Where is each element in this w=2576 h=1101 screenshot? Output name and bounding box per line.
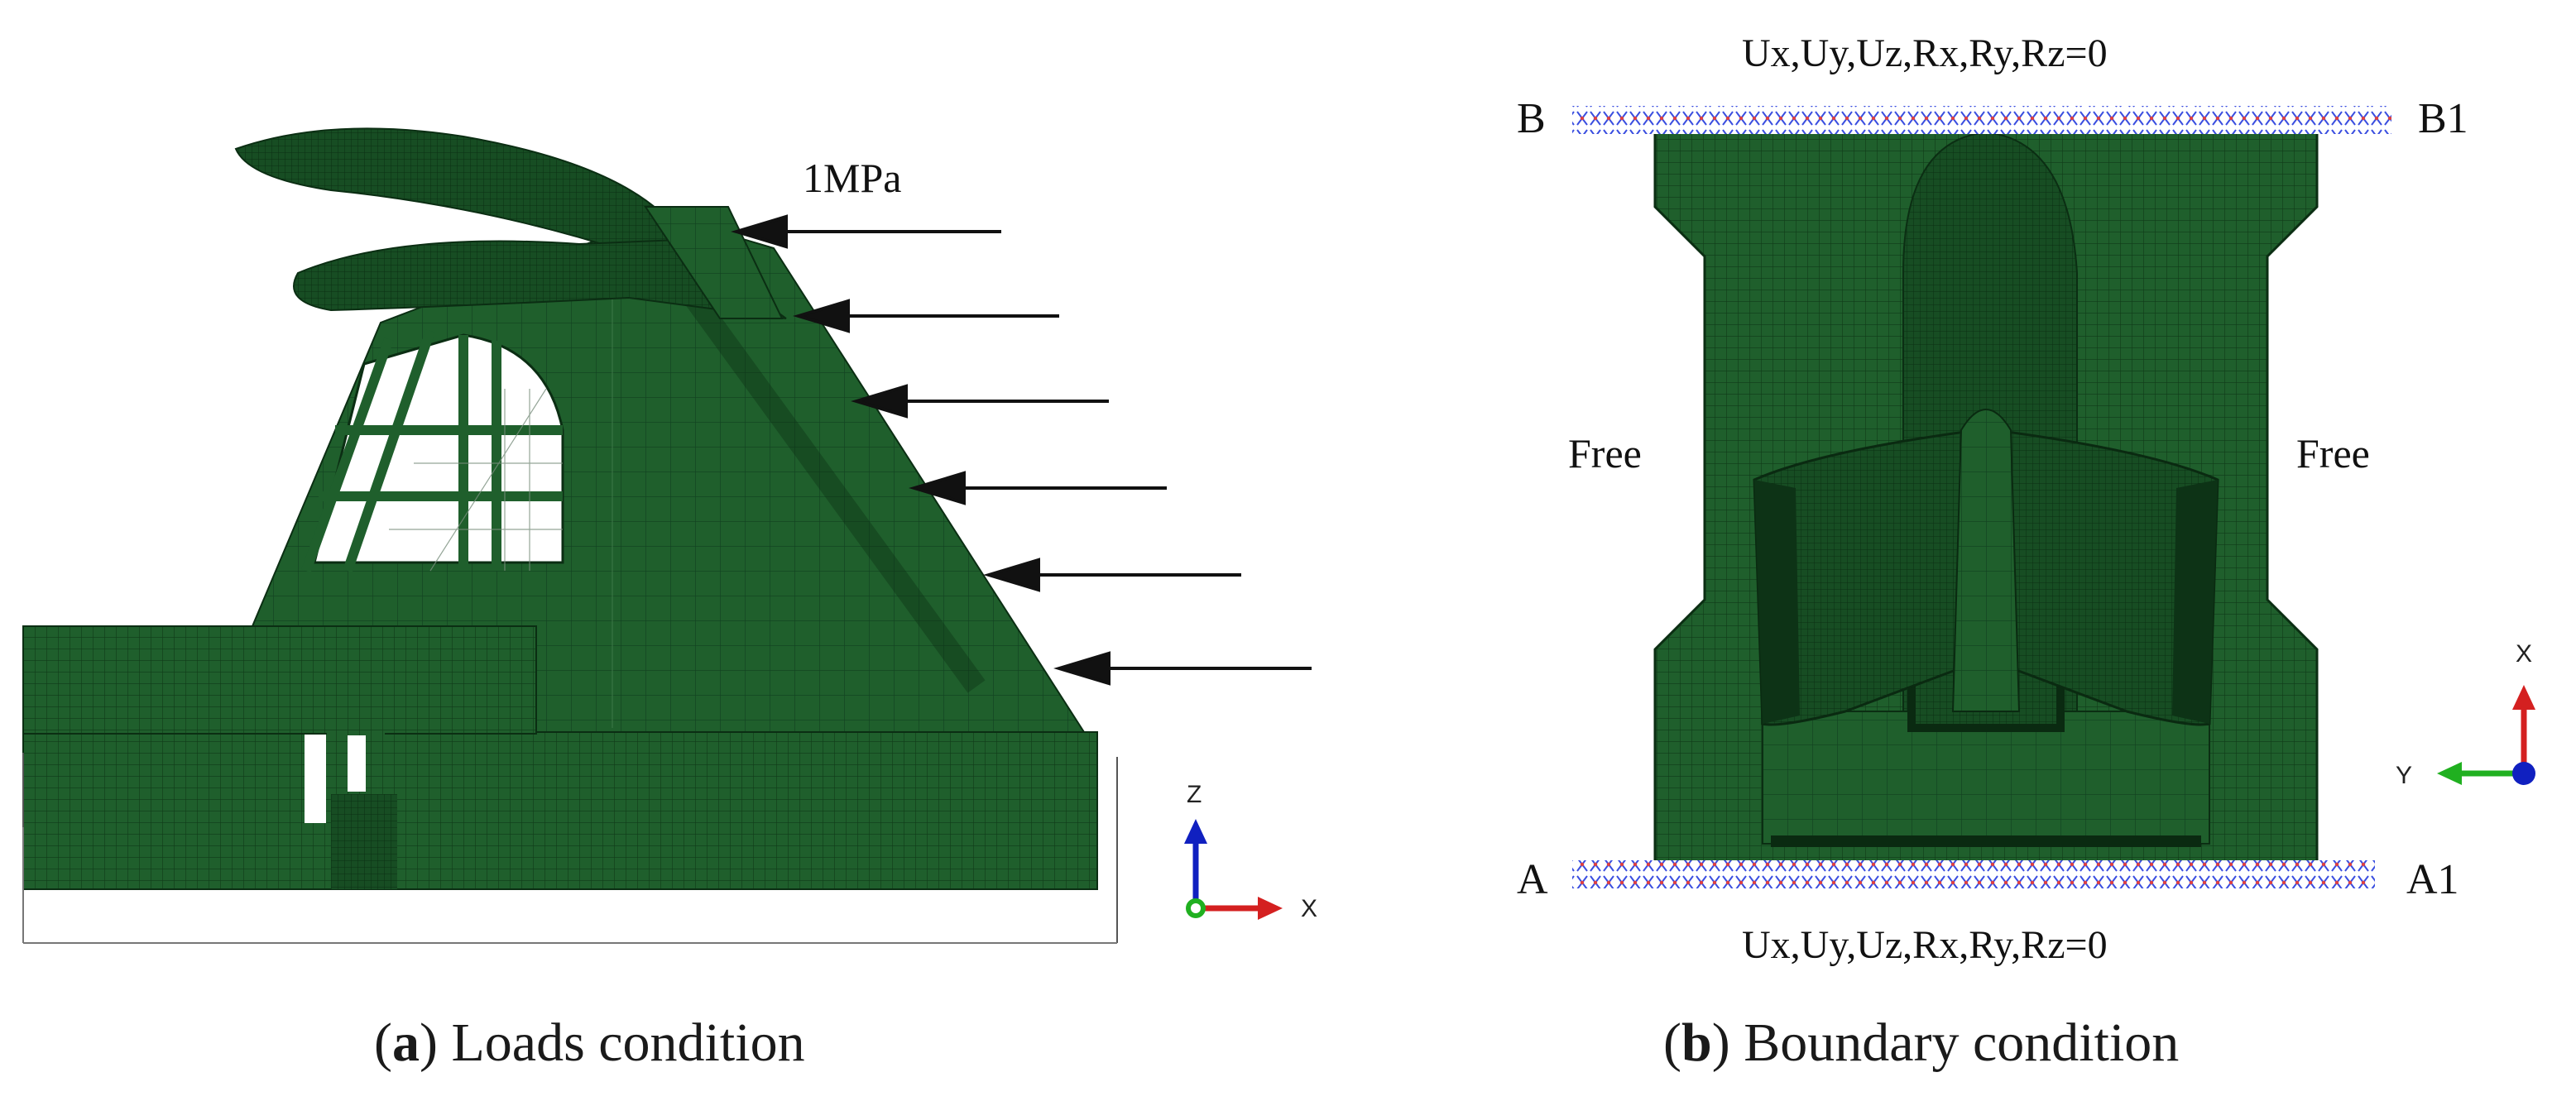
caption-b-text: Boundary condition bbox=[1730, 1012, 2180, 1073]
constraint-strip-bottom bbox=[1572, 860, 2375, 888]
load-label: 1MPa bbox=[803, 155, 901, 201]
base-slab bbox=[22, 731, 1098, 890]
x-arrow-icon bbox=[1258, 897, 1283, 920]
axis-triad-a: Z X bbox=[1184, 781, 1317, 922]
top-constraint-label: Ux,Uy,Uz,Rx,Ry,Rz=0 bbox=[1742, 31, 2108, 75]
step-block bbox=[327, 717, 385, 735]
y-arrow-icon bbox=[2437, 762, 2462, 785]
top-plate-lower bbox=[293, 238, 787, 319]
caption-b: (b) Boundary condition bbox=[1663, 1012, 2179, 1073]
caption-a: (a) Loads condition bbox=[374, 1012, 805, 1073]
base-block bbox=[331, 794, 397, 889]
axis-x-label: X bbox=[1301, 895, 1317, 922]
corner-label-b: B bbox=[1517, 95, 1546, 142]
left-block bbox=[22, 625, 537, 735]
caption-a-text: Loads condition bbox=[438, 1012, 805, 1073]
corner-label-a1: A1 bbox=[2406, 856, 2459, 903]
x-arrow-icon bbox=[2512, 685, 2535, 710]
axis-x-label-b: X bbox=[2516, 640, 2532, 668]
lower-cavity bbox=[1762, 711, 2210, 845]
caption-a-letter: a bbox=[392, 1012, 420, 1073]
top-plate-upper bbox=[234, 127, 680, 262]
base-cutout bbox=[348, 734, 366, 792]
corner-label-a: A bbox=[1517, 856, 1548, 903]
bottom-constraint-label: Ux,Uy,Uz,Rx,Ry,Rz=0 bbox=[1742, 923, 2108, 967]
load-arrows bbox=[731, 214, 1312, 686]
axis-y-label-b: Y bbox=[2396, 762, 2412, 789]
caption-b-letter: b bbox=[1681, 1012, 1712, 1073]
side-label-right: Free bbox=[2296, 430, 2370, 476]
z-arrow-icon bbox=[1184, 819, 1207, 844]
panel-b: Ux,Uy,Uz,Rx,Ry,Rz=0 Ux,Uy,Uz,Rx,Ry,Rz=0 … bbox=[1517, 31, 2535, 1073]
corner-label-b1: B1 bbox=[2418, 95, 2468, 142]
window-frame bbox=[301, 329, 563, 573]
axis-triad-b: X Y bbox=[2396, 640, 2535, 789]
panel-a: 1MPa Z X (a) Loads condition bbox=[22, 127, 1317, 1073]
center-nose bbox=[1951, 409, 2021, 712]
constraint-strip-top bbox=[1572, 106, 2391, 134]
side-label-left: Free bbox=[1568, 430, 1642, 476]
axis-z-label: Z bbox=[1187, 781, 1202, 808]
base-cutout bbox=[305, 734, 326, 823]
